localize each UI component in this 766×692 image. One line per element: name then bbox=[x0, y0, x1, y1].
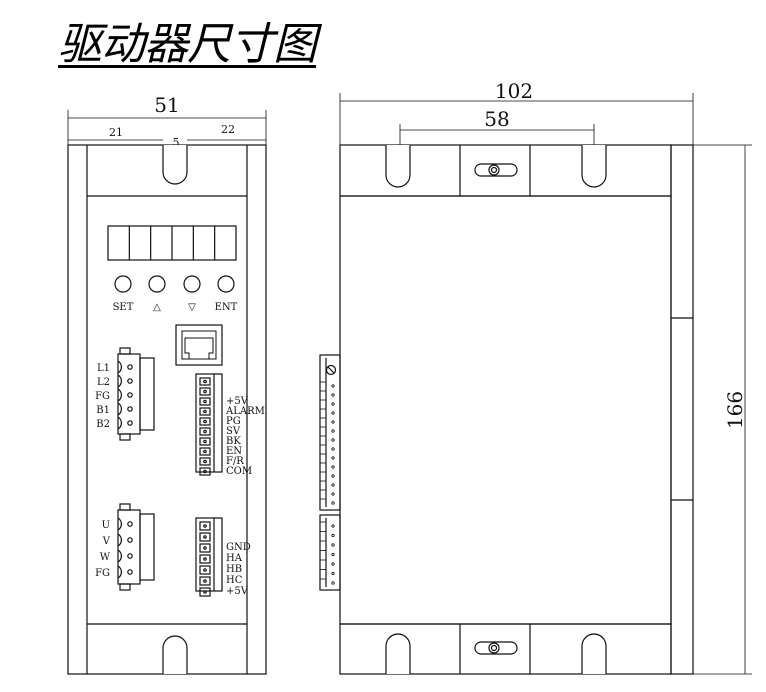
side-bottom-slot-left bbox=[385, 633, 411, 674]
side-top-slot-left bbox=[385, 145, 411, 188]
terminal-slot bbox=[199, 554, 211, 564]
terminal-label: HC bbox=[226, 575, 243, 586]
terminal-pin bbox=[117, 565, 122, 579]
terminal-pin bbox=[117, 533, 122, 547]
panel-button-label: ENT bbox=[215, 302, 238, 313]
terminal-screw bbox=[127, 569, 133, 575]
terminal-label: FG bbox=[95, 568, 110, 579]
side-connector-lower bbox=[319, 514, 341, 591]
rj45-port bbox=[175, 324, 223, 366]
side-bottom-flange bbox=[339, 623, 672, 675]
panel-button-label: SET bbox=[113, 302, 134, 313]
terminal-screw bbox=[127, 392, 133, 398]
terminal-label: COM bbox=[226, 466, 252, 477]
terminal-slot bbox=[199, 467, 211, 476]
terminal-label: F/R bbox=[226, 456, 244, 467]
side-view: 102 58 166 bbox=[319, 79, 752, 675]
terminal-pin bbox=[117, 402, 122, 416]
terminal-label: EN bbox=[226, 446, 242, 457]
side-heatsink-fin bbox=[670, 144, 694, 675]
terminal-label: W bbox=[100, 552, 111, 563]
side-main-body bbox=[339, 195, 672, 625]
side-connector-upper bbox=[319, 354, 341, 511]
terminal-slot bbox=[199, 457, 211, 466]
terminal-slot bbox=[199, 377, 211, 386]
terminal-slot bbox=[199, 521, 211, 531]
terminal-screw bbox=[127, 553, 133, 559]
terminal-label: U bbox=[102, 520, 110, 531]
dim-front-right: 22 bbox=[221, 123, 235, 136]
dim-front-width: 51 bbox=[154, 93, 179, 117]
side-bottom-slot-right bbox=[581, 633, 607, 674]
panel-button[interactable] bbox=[148, 275, 166, 293]
terminal-pin bbox=[117, 517, 122, 531]
terminal-pin bbox=[117, 360, 122, 374]
dim-side-width: 102 bbox=[495, 79, 533, 103]
terminal-label: PG bbox=[226, 416, 241, 427]
terminal-screw bbox=[127, 406, 133, 412]
terminal-label: L2 bbox=[97, 377, 110, 388]
side-bottom-screw bbox=[474, 641, 518, 655]
dim-front-left: 21 bbox=[109, 126, 123, 139]
dim-front-slot: 5 bbox=[173, 136, 180, 149]
terminal-slot bbox=[199, 565, 211, 575]
terminal-label: FG bbox=[95, 391, 110, 402]
terminal-label: HA bbox=[226, 553, 243, 564]
terminal-slot bbox=[199, 407, 211, 416]
terminal-pin bbox=[117, 388, 122, 402]
panel-button[interactable] bbox=[114, 275, 132, 293]
panel-button-label: △ bbox=[153, 302, 161, 313]
terminal-screw bbox=[127, 378, 133, 384]
terminal-slot bbox=[199, 397, 211, 406]
front-top-slot bbox=[162, 145, 188, 185]
terminal-label: B2 bbox=[96, 419, 110, 430]
terminal-label: SV bbox=[226, 426, 241, 437]
panel-button-label: ▽ bbox=[188, 302, 196, 313]
led-digit-group bbox=[128, 226, 216, 260]
terminal-label: +5V bbox=[226, 586, 249, 597]
dim-side-slot-spacing: 58 bbox=[484, 107, 509, 131]
motor-terminal: UVW FG bbox=[95, 503, 155, 591]
terminal-slot bbox=[199, 387, 211, 396]
terminal-label: B1 bbox=[96, 405, 110, 416]
panel-button[interactable] bbox=[217, 275, 235, 293]
side-top-screw bbox=[474, 163, 518, 177]
panel-button[interactable] bbox=[183, 275, 201, 293]
button-group: SET △ ▽ ENT bbox=[113, 275, 238, 313]
terminal-label: +5V bbox=[226, 396, 249, 407]
terminal-label: L1 bbox=[97, 363, 110, 374]
terminal-slot bbox=[199, 427, 211, 436]
terminal-pin bbox=[117, 374, 122, 388]
terminal-screw bbox=[127, 420, 133, 426]
side-top-slot-right bbox=[581, 145, 607, 188]
terminal-slot bbox=[199, 447, 211, 456]
terminal-pin bbox=[117, 549, 122, 563]
terminal-label: GND bbox=[226, 542, 251, 553]
terminal-slot bbox=[199, 417, 211, 426]
front-bottom-slot bbox=[162, 635, 188, 674]
dim-height: 166 bbox=[723, 391, 747, 429]
height-dimension: 166 bbox=[693, 144, 752, 675]
front-width-dimension: 51 21 5 22 bbox=[67, 93, 267, 149]
terminal-label: ALARM bbox=[225, 406, 265, 417]
terminal-slot bbox=[199, 543, 211, 553]
terminal-slot bbox=[199, 532, 211, 542]
terminal-slot bbox=[199, 576, 211, 586]
page-title: 驱动器尺寸图 bbox=[58, 19, 317, 70]
terminal-label: BK bbox=[226, 436, 241, 447]
terminal-slot bbox=[199, 437, 211, 446]
terminal-slot bbox=[199, 587, 211, 597]
terminal-pin bbox=[117, 416, 122, 430]
terminal-label: HB bbox=[226, 564, 242, 575]
terminal-screw bbox=[127, 521, 133, 527]
terminal-screw bbox=[127, 364, 133, 370]
terminal-screw bbox=[127, 537, 133, 543]
terminal-label: V bbox=[102, 536, 111, 547]
